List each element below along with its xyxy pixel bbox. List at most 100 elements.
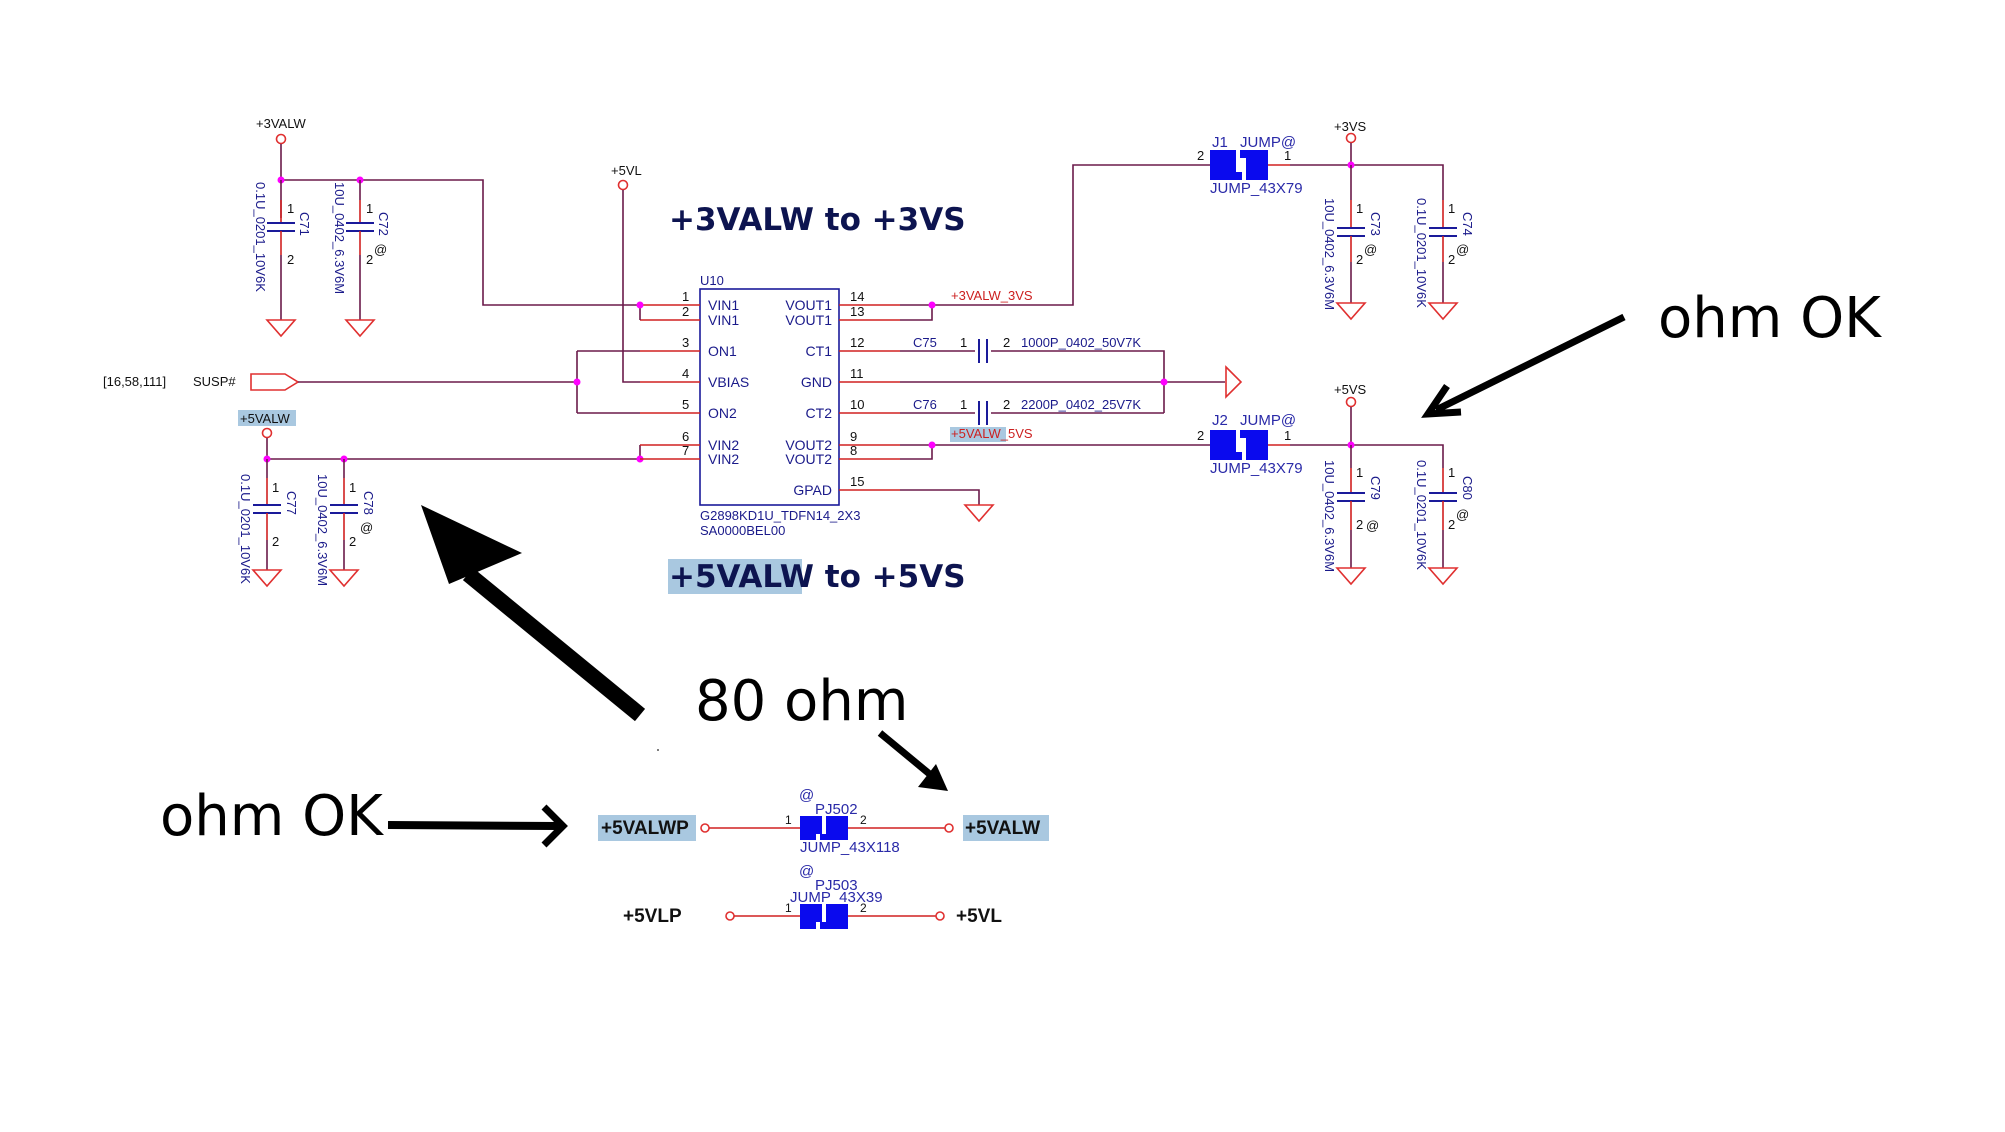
svg-text:1: 1	[960, 397, 967, 412]
capacitor-c73[interactable]: 1 2 C73 @ 10U_0402_6.3V6M	[1322, 165, 1383, 321]
jumper-pad-icon	[1240, 430, 1268, 460]
svg-text:11: 11	[850, 366, 864, 381]
jumper-pad-icon	[800, 904, 822, 929]
gpad-ground	[900, 489, 995, 523]
svg-text:14: 14	[850, 289, 864, 304]
svg-text:C74: C74	[1460, 212, 1475, 236]
svg-text:@: @	[799, 863, 814, 880]
offpage-connector-icon	[250, 373, 300, 391]
svg-text:ON1: ON1	[708, 343, 737, 359]
svg-text:VOUT1: VOUT1	[785, 297, 832, 313]
jumper-pad-icon	[800, 816, 822, 840]
svg-text:C80: C80	[1460, 476, 1475, 500]
svg-text:0.1U_0201_10V6K: 0.1U_0201_10V6K	[238, 474, 253, 584]
svg-text:C78: C78	[361, 491, 376, 515]
svg-text:PJ502: PJ502	[815, 801, 858, 818]
svg-text:C77: C77	[284, 491, 299, 515]
junction-dot-icon	[636, 301, 644, 309]
svg-text:2200P_0402_25V7K: 2200P_0402_25V7K	[1021, 397, 1141, 412]
svg-text:1: 1	[1284, 148, 1291, 163]
net-label-5valw-5vs: +5VALW_5VS	[951, 426, 1033, 441]
svg-text:VIN1: VIN1	[708, 297, 739, 313]
jumper-pad-icon	[1240, 150, 1268, 180]
jumper-pad-icon	[820, 816, 848, 840]
svg-text:1: 1	[1284, 428, 1291, 443]
svg-text:7: 7	[682, 443, 689, 458]
svg-text:2: 2	[1003, 397, 1010, 412]
p5valw-input-group: +5VALW 1 2 C77 0.1U_0201_10V6K	[238, 410, 644, 588]
text-highlight	[598, 815, 696, 841]
svg-text:13: 13	[850, 304, 864, 319]
capacitor-c79[interactable]: 1 2 C79 @ 10U_0402_6.3V6M	[1322, 445, 1383, 586]
text-highlight	[238, 410, 296, 426]
capacitor-c75[interactable]: C75 1 2 1000P_0402_50V7K	[900, 335, 1165, 413]
section-title-5v: +5VALW to +5VS	[668, 559, 966, 595]
arrow-icon	[462, 567, 646, 722]
svg-text:VIN2: VIN2	[708, 437, 739, 453]
p3vs-power-port-icon	[1345, 132, 1357, 144]
jumper-j1[interactable]: 2 1 J1 JUMP@ JUMP_43X79	[1197, 134, 1303, 197]
ground-icon	[1335, 302, 1367, 321]
arrowhead-icon	[918, 764, 948, 791]
arrow-icon	[387, 821, 559, 830]
svg-text:0.1U_0201_10V6K: 0.1U_0201_10V6K	[1414, 460, 1429, 570]
svg-text:0.1U_0201_10V6K: 0.1U_0201_10V6K	[1414, 198, 1429, 308]
ground-icon	[344, 319, 376, 338]
svg-text:1: 1	[287, 201, 294, 216]
svg-text:CT1: CT1	[806, 343, 833, 359]
svg-text:@: @	[1456, 242, 1469, 257]
capacitor-c71[interactable]: 1 2 C71 0.1U_0201_10V6K	[253, 180, 312, 338]
junction-dot-icon	[928, 441, 936, 449]
p3vs-rail-label: +3VS	[1334, 119, 1366, 134]
junction-dot-icon	[573, 378, 581, 386]
svg-text:1: 1	[272, 480, 279, 495]
svg-text:4: 4	[682, 366, 689, 381]
svg-text:10U_0402_6.3V6M: 10U_0402_6.3V6M	[315, 474, 330, 586]
svg-text:CT2: CT2	[806, 405, 833, 421]
ic-u10[interactable]: U10 1 2 3 4 5 6 7 VIN1 VIN1 ON1 VBIAS ON…	[636, 273, 901, 538]
capacitor-c76[interactable]: C76 1 2 2200P_0402_25V7K	[900, 397, 1164, 425]
section-title-3v: +3VALW to +3VS	[669, 202, 966, 238]
capacitor-c80[interactable]: 1 2 C80 @ 0.1U_0201_10V6K	[1414, 460, 1475, 586]
svg-text:ON2: ON2	[708, 405, 737, 421]
svg-text:1: 1	[785, 901, 792, 915]
svg-text:6: 6	[682, 429, 689, 444]
svg-text:2: 2	[860, 813, 867, 827]
ground-icon	[1335, 567, 1367, 586]
net-label-5valwp: +5VALWP	[601, 818, 689, 839]
svg-text:2: 2	[1448, 252, 1455, 267]
arrowhead-icon	[1421, 384, 1462, 418]
annotation-80-ohm: 80 ohm	[695, 669, 908, 734]
capacitor-c77[interactable]: 1 2 C77 0.1U_0201_10V6K	[238, 459, 299, 588]
svg-text:C75: C75	[913, 335, 937, 350]
capacitor-c72[interactable]: 1 2 C72 @ 10U_0402_6.3V6M	[332, 180, 391, 338]
text-highlight	[963, 815, 1049, 841]
svg-text:2: 2	[682, 304, 689, 319]
svg-text:2: 2	[1356, 252, 1363, 267]
annotation-right: ohm OK	[1421, 286, 1882, 418]
text-highlight	[950, 427, 1006, 442]
annotation-ohm-ok-right: ohm OK	[1658, 286, 1882, 351]
svg-text:C79: C79	[1368, 476, 1383, 500]
svg-text:2: 2	[366, 252, 373, 267]
svg-text:2: 2	[1003, 335, 1010, 350]
capacitor-c78[interactable]: 1 2 C78 @ 10U_0402_6.3V6M	[315, 459, 376, 588]
arrow-icon	[1434, 313, 1626, 414]
jumper-j2[interactable]: 2 1 J2 JUMP@ JUMP_43X79	[1197, 412, 1303, 477]
jumper-pj503[interactable]: +5VLP 1 @ PJ503 JUMP_43X39 2 +5VL	[623, 863, 1002, 929]
capacitor-ref: C71	[297, 212, 312, 236]
svg-text:5: 5	[682, 397, 689, 412]
capacitor-c74[interactable]: 1 2 C74 @ 0.1U_0201_10V6K	[1414, 198, 1475, 321]
p5vs-power-port-icon	[1345, 396, 1357, 408]
ground-icon	[1427, 567, 1459, 586]
output1-net: +3VALW_3VS	[900, 164, 1212, 321]
svg-text:@: @	[1364, 242, 1377, 257]
svg-text:JUMP_43X39: JUMP_43X39	[790, 889, 883, 906]
jumper-pj502[interactable]: +5VALWP 1 @ PJ502 2 JUMP_43X118 +5VALW	[598, 787, 1049, 856]
p3valw-rail-label: +3VALW	[256, 116, 306, 131]
ground-icon	[1225, 365, 1243, 399]
susp-signal-group[interactable]: [16,58,111] SUSP#	[103, 350, 640, 414]
svg-text:@: @	[1456, 507, 1469, 522]
ic-body	[699, 288, 840, 506]
svg-text:PJ503: PJ503	[815, 877, 858, 894]
